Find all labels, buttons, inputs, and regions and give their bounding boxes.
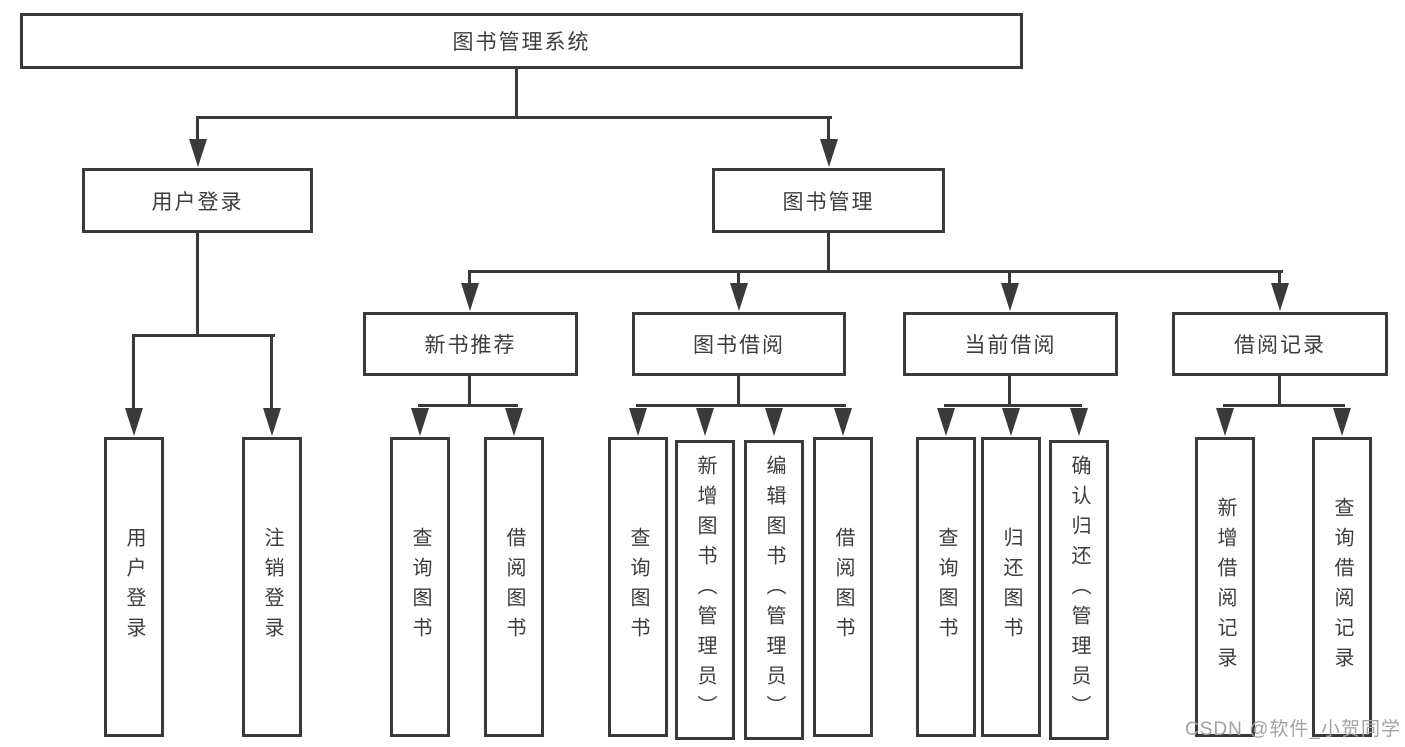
connector-vline	[132, 334, 135, 410]
leaf-label: 查询图书	[627, 527, 649, 647]
connector-vline	[737, 270, 740, 284]
node-library-system: 图书管理系统	[20, 13, 1023, 69]
leaf-logout: 注销登录	[242, 437, 302, 737]
leaf-label: 查询借阅记录	[1331, 497, 1353, 677]
connector-vline	[270, 334, 273, 410]
node-label: 图书借阅	[693, 334, 785, 357]
arrowhead-down-icon	[461, 283, 479, 311]
leaf-label: 借阅图书	[503, 527, 525, 647]
leaf-edit-book-admin: 编辑图书（管理员）	[744, 440, 804, 740]
arrowhead-down-icon	[1271, 283, 1289, 311]
leaf-query-book-current: 查询图书	[916, 437, 976, 737]
arrowhead-down-icon	[629, 408, 647, 436]
arrowhead-down-icon	[125, 408, 143, 436]
node-user-login: 用户登录	[82, 168, 313, 233]
arrowhead-down-icon	[820, 139, 838, 167]
arrowhead-down-icon	[1001, 283, 1019, 311]
connector-hline	[1223, 404, 1345, 407]
leaf-query-borrow-record: 查询借阅记录	[1312, 437, 1372, 737]
arrowhead-down-icon	[834, 408, 852, 436]
connector-vline	[196, 116, 199, 140]
connector-hline	[132, 334, 275, 337]
leaf-query-book-borrowing: 查询图书	[608, 437, 668, 737]
connector-hline	[944, 404, 1082, 407]
leaf-label: 查询图书	[935, 527, 957, 647]
leaf-label: 确认归还（管理员）	[1068, 455, 1090, 725]
arrowhead-down-icon	[1333, 408, 1351, 436]
node-book-management: 图书管理	[712, 168, 945, 233]
connector-vline	[515, 68, 518, 118]
node-label: 当前借阅	[964, 334, 1057, 357]
leaf-label: 注销登录	[261, 527, 283, 647]
leaf-confirm-return-admin: 确认归还（管理员）	[1049, 440, 1109, 740]
connector-hline	[418, 404, 518, 407]
node-label: 用户登录	[151, 190, 244, 214]
connector-vline	[468, 270, 471, 284]
leaf-label: 新增借阅记录	[1214, 497, 1236, 677]
arrowhead-down-icon	[765, 408, 783, 436]
connector-vline	[468, 375, 471, 407]
arrowhead-down-icon	[263, 408, 281, 436]
arrowhead-down-icon	[730, 283, 748, 311]
leaf-return-book: 归还图书	[981, 437, 1041, 737]
connector-hline	[636, 404, 846, 407]
node-label: 图书管理系统	[452, 31, 591, 54]
leaf-label: 借阅图书	[832, 527, 854, 647]
leaf-query-book-recommend: 查询图书	[390, 437, 450, 737]
leaf-label: 查询图书	[409, 527, 431, 647]
connector-vline	[196, 232, 199, 337]
leaf-add-borrow-record: 新增借阅记录	[1195, 437, 1255, 737]
node-borrowing-records: 借阅记录	[1172, 312, 1388, 376]
arrowhead-down-icon	[189, 139, 207, 167]
connector-vline	[827, 232, 830, 273]
node-book-borrowing: 图书借阅	[632, 312, 846, 376]
leaf-add-book-admin: 新增图书（管理员）	[675, 440, 735, 740]
leaf-label: 新增图书（管理员）	[694, 455, 716, 725]
node-label: 新书推荐	[424, 334, 517, 357]
connector-hline	[468, 270, 1283, 273]
leaf-label: 归还图书	[1000, 527, 1022, 647]
arrowhead-down-icon	[1216, 408, 1234, 436]
connector-vline	[737, 375, 740, 407]
arrowhead-down-icon	[505, 408, 523, 436]
arrowhead-down-icon	[1002, 408, 1020, 436]
arrowhead-down-icon	[411, 408, 429, 436]
arrowhead-down-icon	[937, 408, 955, 436]
connector-vline	[1008, 270, 1011, 284]
arrowhead-down-icon	[1070, 408, 1088, 436]
leaf-borrow-book-recommend: 借阅图书	[484, 437, 544, 737]
connector-vline	[1278, 270, 1281, 284]
connector-vline	[827, 116, 830, 140]
node-new-book-recommendation: 新书推荐	[363, 312, 578, 376]
csdn-watermark: CSDN @软件_小贺同学	[1185, 719, 1401, 740]
node-label: 借阅记录	[1234, 334, 1326, 357]
connector-vline	[1278, 375, 1281, 407]
node-current-borrowing: 当前借阅	[903, 312, 1118, 376]
connector-hline	[196, 116, 832, 119]
leaf-label: 用户登录	[123, 527, 145, 647]
leaf-user-login: 用户登录	[104, 437, 164, 737]
node-label: 图书管理	[782, 190, 875, 214]
leaf-label: 编辑图书（管理员）	[763, 455, 785, 725]
connector-vline	[1008, 375, 1011, 407]
arrowhead-down-icon	[696, 408, 714, 436]
leaf-borrow-book-borrowing: 借阅图书	[813, 437, 873, 737]
